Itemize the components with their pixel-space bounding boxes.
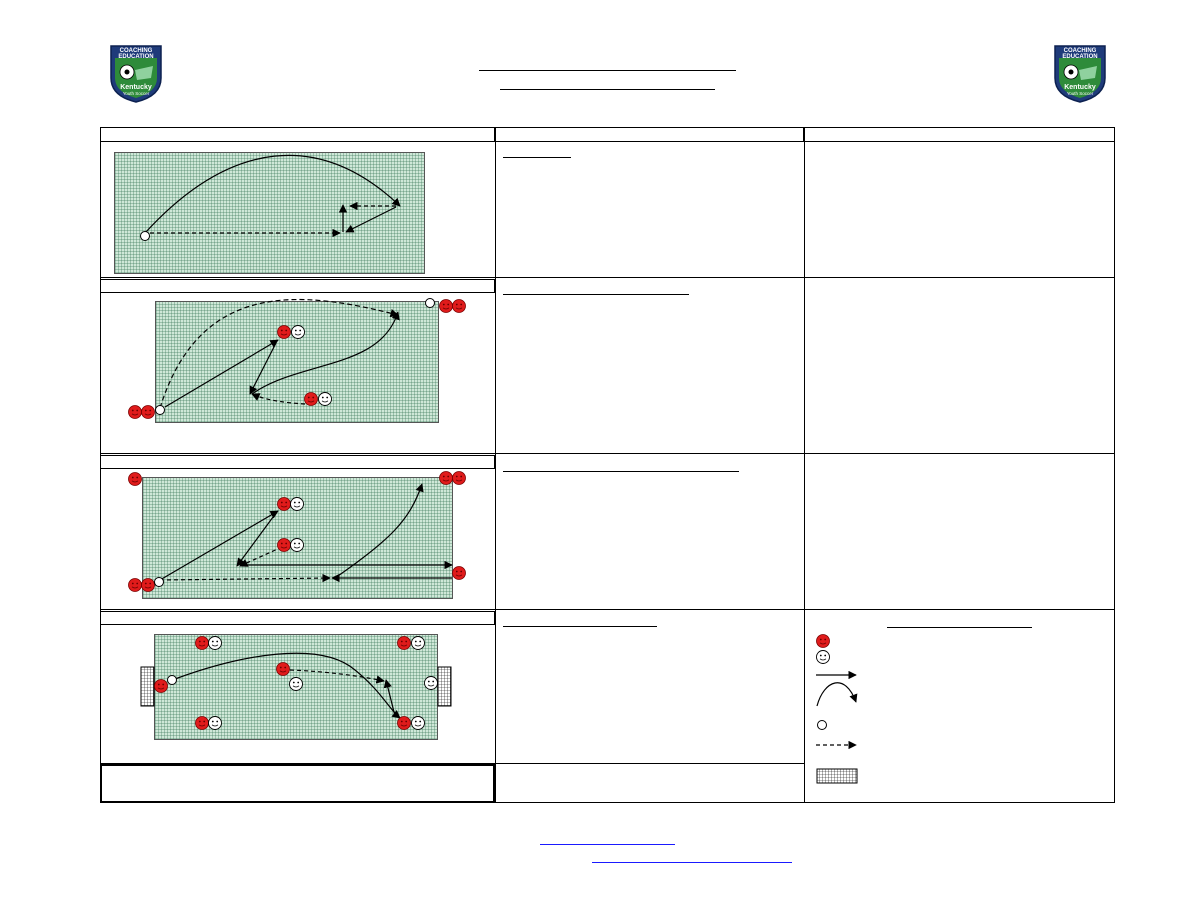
- column-divider: [495, 142, 496, 803]
- ball-icon: [817, 720, 827, 730]
- instructions-heading-4: [503, 626, 657, 627]
- row-divider: [100, 277, 1115, 278]
- svg-text:EDUCATION: EDUCATION: [1062, 54, 1097, 60]
- footer-note-box: [100, 764, 495, 803]
- svg-text:Kentucky: Kentucky: [1064, 84, 1096, 91]
- footer-link-1[interactable]: [540, 844, 675, 845]
- diagram-2-marks: [128, 298, 466, 419]
- row-divider: [100, 609, 1115, 610]
- svg-text:COACHING: COACHING: [1064, 48, 1097, 54]
- diagram-4-marks: [140, 636, 452, 730]
- coaching-education-logo-right: COACHING EDUCATION Kentucky Youth Soccer: [1054, 45, 1106, 103]
- legend-heading: [887, 627, 1032, 628]
- coaching-education-logo-left: COACHING EDUCATION Kentucky Youth Soccer: [110, 45, 162, 103]
- diagram-1-marks: [140, 154, 401, 241]
- column-divider: [804, 142, 805, 803]
- footer-link-2[interactable]: [592, 862, 792, 863]
- goal-icon: [816, 768, 858, 784]
- page-subtitle: [500, 89, 715, 90]
- legend: [816, 634, 858, 784]
- diagram-3-marks: [128, 471, 466, 592]
- header-diagram-column: [100, 127, 495, 142]
- field-diagram-1: [114, 152, 425, 274]
- svg-text:Youth Soccer: Youth Soccer: [123, 91, 150, 96]
- attacker-icon: [816, 634, 830, 648]
- header-instructions-column: [495, 127, 804, 142]
- field-diagram-2: [155, 301, 439, 423]
- page-title: [479, 70, 736, 71]
- svg-text:Youth Soccer: Youth Soccer: [1067, 91, 1094, 96]
- instructions-heading-2: [503, 294, 689, 295]
- table-grid: [100, 142, 1115, 803]
- defender-icon: [816, 650, 830, 664]
- header-coaching-points-column: [804, 127, 1115, 142]
- svg-text:EDUCATION: EDUCATION: [118, 54, 153, 60]
- instructions-heading-1: [503, 157, 571, 158]
- stage-3-label-box: [100, 455, 495, 469]
- stage-4-label-box: [100, 611, 495, 625]
- svg-text:Kentucky: Kentucky: [120, 84, 152, 91]
- row-divider: [100, 763, 805, 764]
- row-divider: [100, 453, 1115, 454]
- instructions-heading-3: [503, 471, 739, 472]
- svg-text:COACHING: COACHING: [120, 48, 153, 54]
- stage-2-label-box: [100, 279, 495, 293]
- curved-run-icon: [816, 682, 858, 707]
